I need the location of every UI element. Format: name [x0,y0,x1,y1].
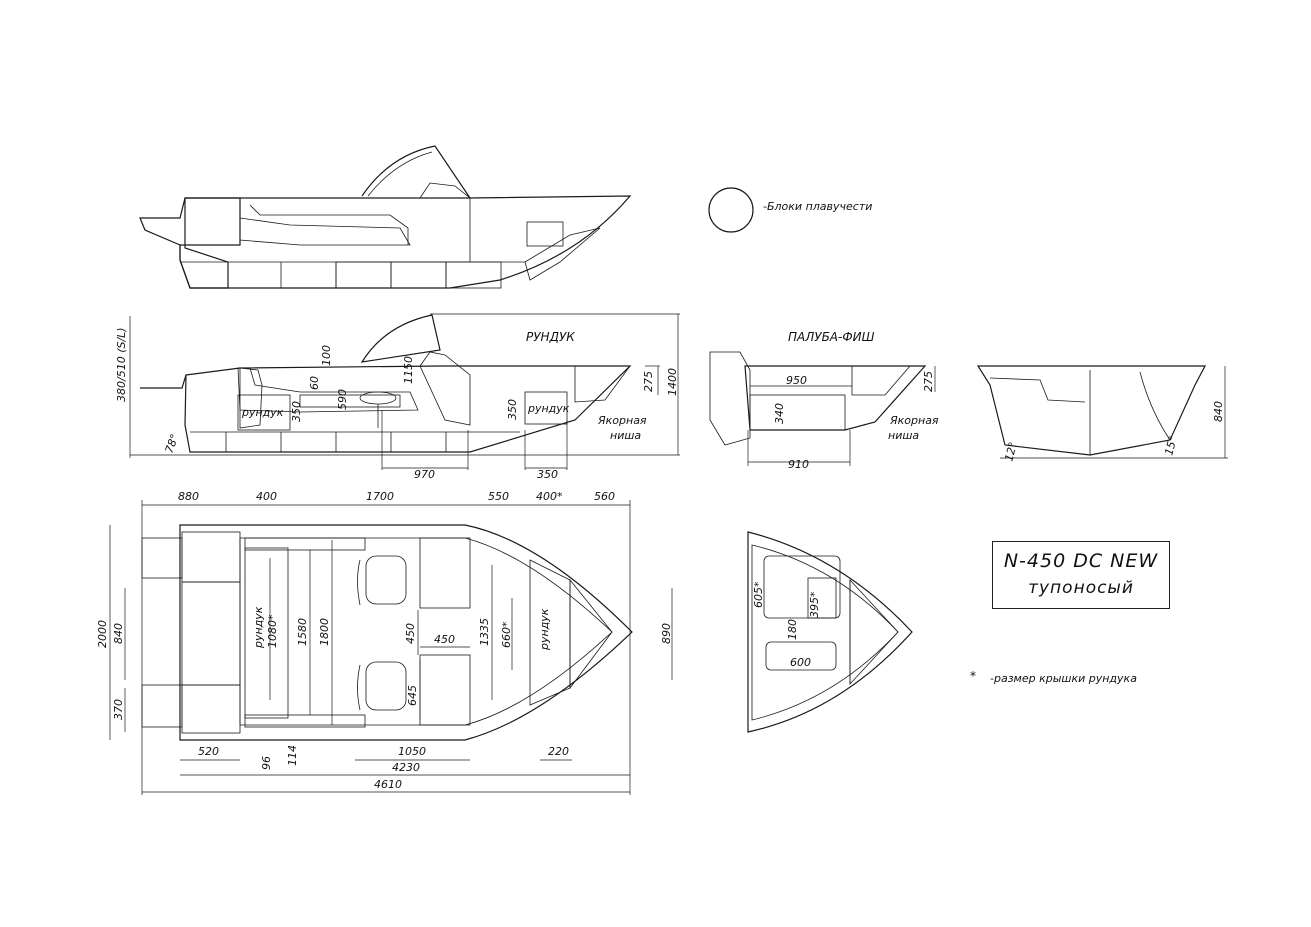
dim-400: 400 [256,490,277,503]
dim-520: 520 [198,745,219,758]
label-paluba-fish: ПАЛУБА-ФИШ [788,330,875,344]
dim-880: 880 [178,490,199,503]
legend-buoyancy: -Блоки плавучести [708,187,872,233]
dim-1800: 1800 [318,618,331,646]
dim-1150: 1150 [402,356,415,384]
angle-12: 12° [1002,441,1020,463]
label-anchor-fish-2: ниша [888,429,919,442]
dim-60: 60 [308,376,321,390]
title-model: N-450 DC NEW [1003,550,1159,572]
dim-1400: 1400 [666,368,679,396]
transom-section [976,365,1228,459]
bow-plan-view [747,531,913,733]
label-anchor-1: Якорная [597,414,647,427]
label-rundyk-plan-2: рундук [538,608,551,651]
dim-96: 96 [260,756,273,770]
title-variant: тупоносый [1028,578,1134,598]
label-anchor-fish-1: Якорная [889,414,939,427]
label-rundyk-left: рундук [241,406,284,419]
dim-380-510: 380/510 (S/L) [115,327,128,402]
dim-350b: 350 [506,399,519,420]
footnote-text: -размер крышки рундука [990,672,1137,685]
dim-275-fish: 275 [922,371,935,392]
dim-450v: 450 [404,623,417,644]
dim-1050: 1050 [398,745,426,758]
label-rundyk-plan-1: рундук [252,606,265,649]
label-rundyk-right: рундук [527,402,570,415]
dim-4610: 4610 [374,778,402,791]
dim-1335: 1335 [478,618,491,646]
dim-910: 910 [788,458,809,471]
side-section-hatched [139,145,632,289]
dim-4230: 4230 [392,761,420,774]
fish-deck-section [709,351,936,466]
dim-220: 220 [548,745,569,758]
dim-590: 590 [336,389,349,410]
dim-560: 560 [594,490,615,503]
dim-395: 395* [808,591,821,618]
plan-view [109,500,673,795]
title-box: N-450 DC NEW тупоносый [992,541,1170,609]
dim-100: 100 [320,345,333,366]
dim-340: 340 [773,403,786,424]
label-rundyk-top: РУНДУК [526,330,575,344]
footnote-star: * [970,669,976,683]
dim-840-plan: 840 [112,623,125,644]
dim-400-star: 400* [536,490,563,503]
dim-1700: 1700 [366,490,394,503]
dim-114: 114 [286,745,299,766]
side-section-colored [129,313,680,470]
dim-660: 660* [500,621,513,648]
legend-buoyancy-label: -Блоки плавучести [763,200,872,213]
dim-645: 645 [406,685,419,706]
dim-1580: 1580 [296,618,309,646]
dim-2000: 2000 [96,620,109,648]
dim-840-transom: 840 [1212,401,1225,422]
angle-15: 15° [1162,435,1180,457]
dim-370: 370 [112,699,125,720]
dim-605: 605* [752,581,765,608]
dim-950: 950 [786,374,807,387]
label-anchor-2: ниша [610,429,641,442]
dim-550: 550 [488,490,509,503]
dim-275: 275 [642,371,655,392]
dim-600: 600 [790,656,811,669]
dim-970: 970 [414,468,435,481]
dim-450h: 450 [434,633,455,646]
dim-890: 890 [660,623,673,644]
angle-78: 78° [163,432,182,455]
dim-350-bottom: 350 [537,468,558,481]
buoyancy-swatch-icon [708,187,754,233]
dim-180: 180 [786,619,799,640]
dim-1080: 1080* [266,614,279,648]
dim-350: 350 [290,401,303,422]
